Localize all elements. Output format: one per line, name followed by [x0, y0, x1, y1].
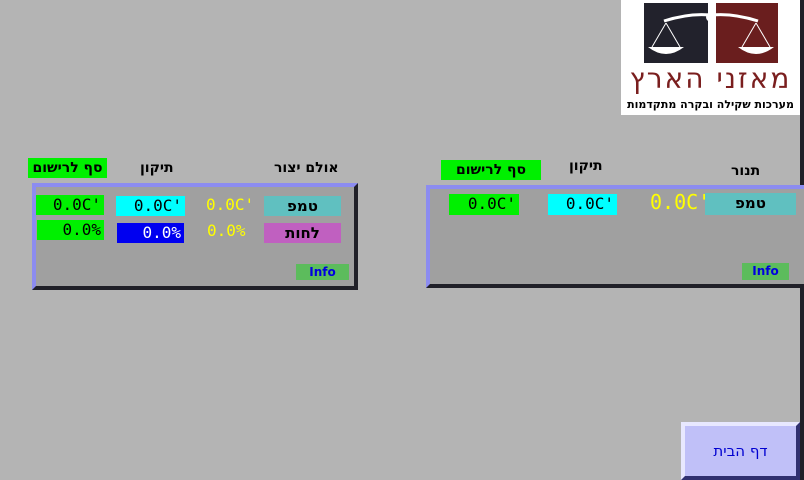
production-humidity-correction[interactable]: 0.0%: [117, 223, 184, 243]
scales-icon: [644, 3, 778, 63]
oven-correction-header: תיקון: [569, 158, 603, 174]
production-humidity-threshold[interactable]: 0.0%: [37, 220, 104, 240]
production-temp-correction[interactable]: 0.0C': [116, 196, 185, 216]
production-hall-title: אולם יצור: [274, 160, 339, 176]
production-temp-reading: 0.0C': [206, 195, 255, 214]
oven-threshold-header: סף לרישום: [441, 160, 541, 180]
oven-temp-correction[interactable]: 0.0C': [548, 194, 617, 215]
logo: מאזני הארץ מערכות שקילה ובקרה מתקדמות: [621, 0, 800, 115]
production-info-button[interactable]: Info: [296, 264, 349, 280]
production-correction-header: תיקון: [140, 160, 174, 176]
production-threshold-header: סף לרישום: [28, 158, 107, 178]
production-humidity-reading: 0.0%: [207, 221, 246, 240]
oven-info-button[interactable]: Info: [742, 263, 789, 280]
production-humidity-label: לחות: [264, 223, 341, 243]
oven-temp-threshold[interactable]: 0.0C': [449, 194, 519, 215]
home-button[interactable]: דף הבית: [681, 422, 800, 480]
oven-temp-reading: 0.0C': [650, 190, 711, 214]
home-button-label: דף הבית: [713, 442, 768, 460]
oven-title: תנור: [731, 163, 761, 179]
logo-subtitle: מערכות שקילה ובקרה מתקדמות: [627, 98, 794, 111]
production-temp-label: טמפ: [264, 196, 341, 216]
production-temp-threshold[interactable]: 0.0C': [36, 195, 104, 215]
oven-temp-label: טמפ: [705, 193, 796, 215]
logo-title: מאזני הארץ: [629, 62, 792, 95]
